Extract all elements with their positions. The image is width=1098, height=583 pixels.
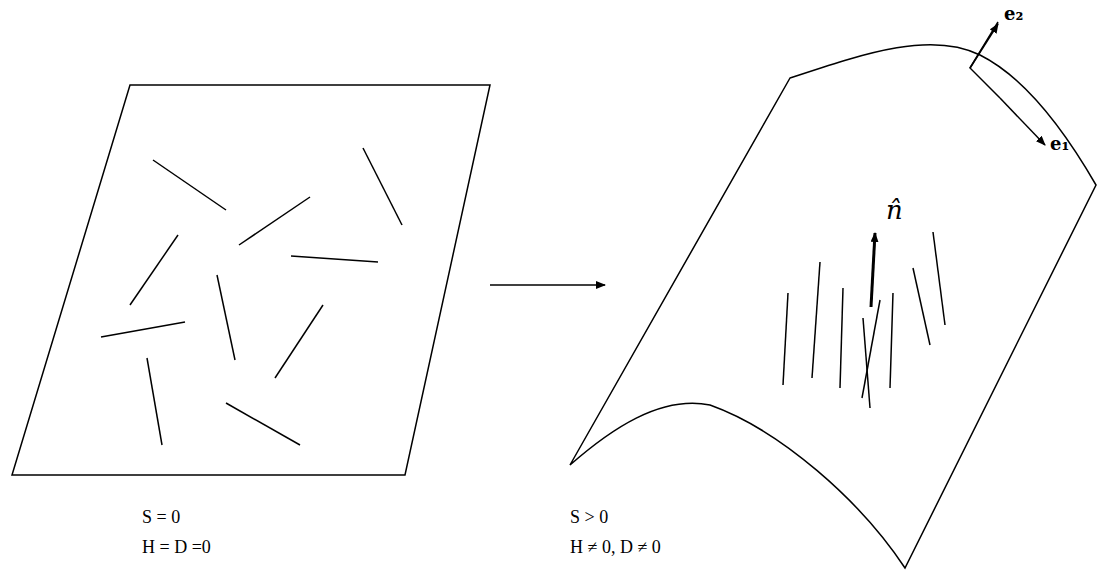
frame-axes [970,22,1000,98]
director-label: n̂ [886,196,903,225]
random-rods [101,148,402,445]
state-label: H ≠ 0, D ≠ 0 [570,538,661,558]
state-label: S > 0 [570,508,608,528]
curved-sheet [570,45,1096,568]
e1-axis [1000,98,1045,145]
state-label: H = D =0 [142,538,211,558]
axis-label: e₁ [1050,134,1069,154]
aligned-rods [783,232,945,408]
director-arrow [871,233,875,307]
axis-label: e₂ [1004,4,1023,24]
e2-axis [970,24,998,68]
state-label: S = 0 [142,508,180,528]
transition-arrow [490,284,605,286]
flat-sheet [12,85,490,475]
